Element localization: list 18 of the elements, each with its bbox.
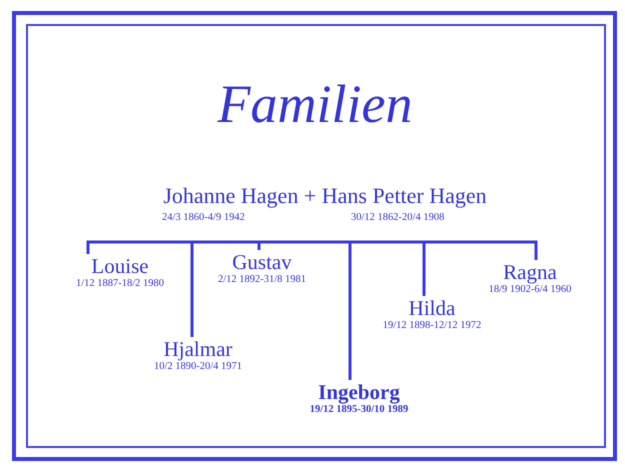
family-tree-line [325,240,538,260]
person-name: Louise [91,254,149,278]
life-dates: 1/12 1887-18/2 1980 [76,278,164,290]
person-name: Hilda [408,296,456,320]
life-dates: 10/2 1890-20/4 1971 [154,361,242,373]
life-dates: 19/12 1898-12/12 1972 [382,320,482,332]
person-name: Ragna [503,260,557,284]
person-name: Gustav [232,250,292,274]
life-dates: 19/12 1895-30/10 1989 [310,404,408,416]
person-name: Hjalmar [164,337,232,361]
diagram-title: Familien [216,74,414,134]
life-dates: 2/12 1892-31/8 1981 [218,274,306,286]
life-dates: 24/3 1860-4/9 1942 [162,212,245,224]
person-name: Ingeborg [318,380,400,404]
life-dates: 18/9 1902-6/4 1960 [488,284,572,296]
life-dates: 30/12 1862-20/4 1908 [351,212,444,224]
family-tree-line [258,240,325,250]
couple-names: Johanne Hagen + Hans Petter Hagen [162,183,488,209]
